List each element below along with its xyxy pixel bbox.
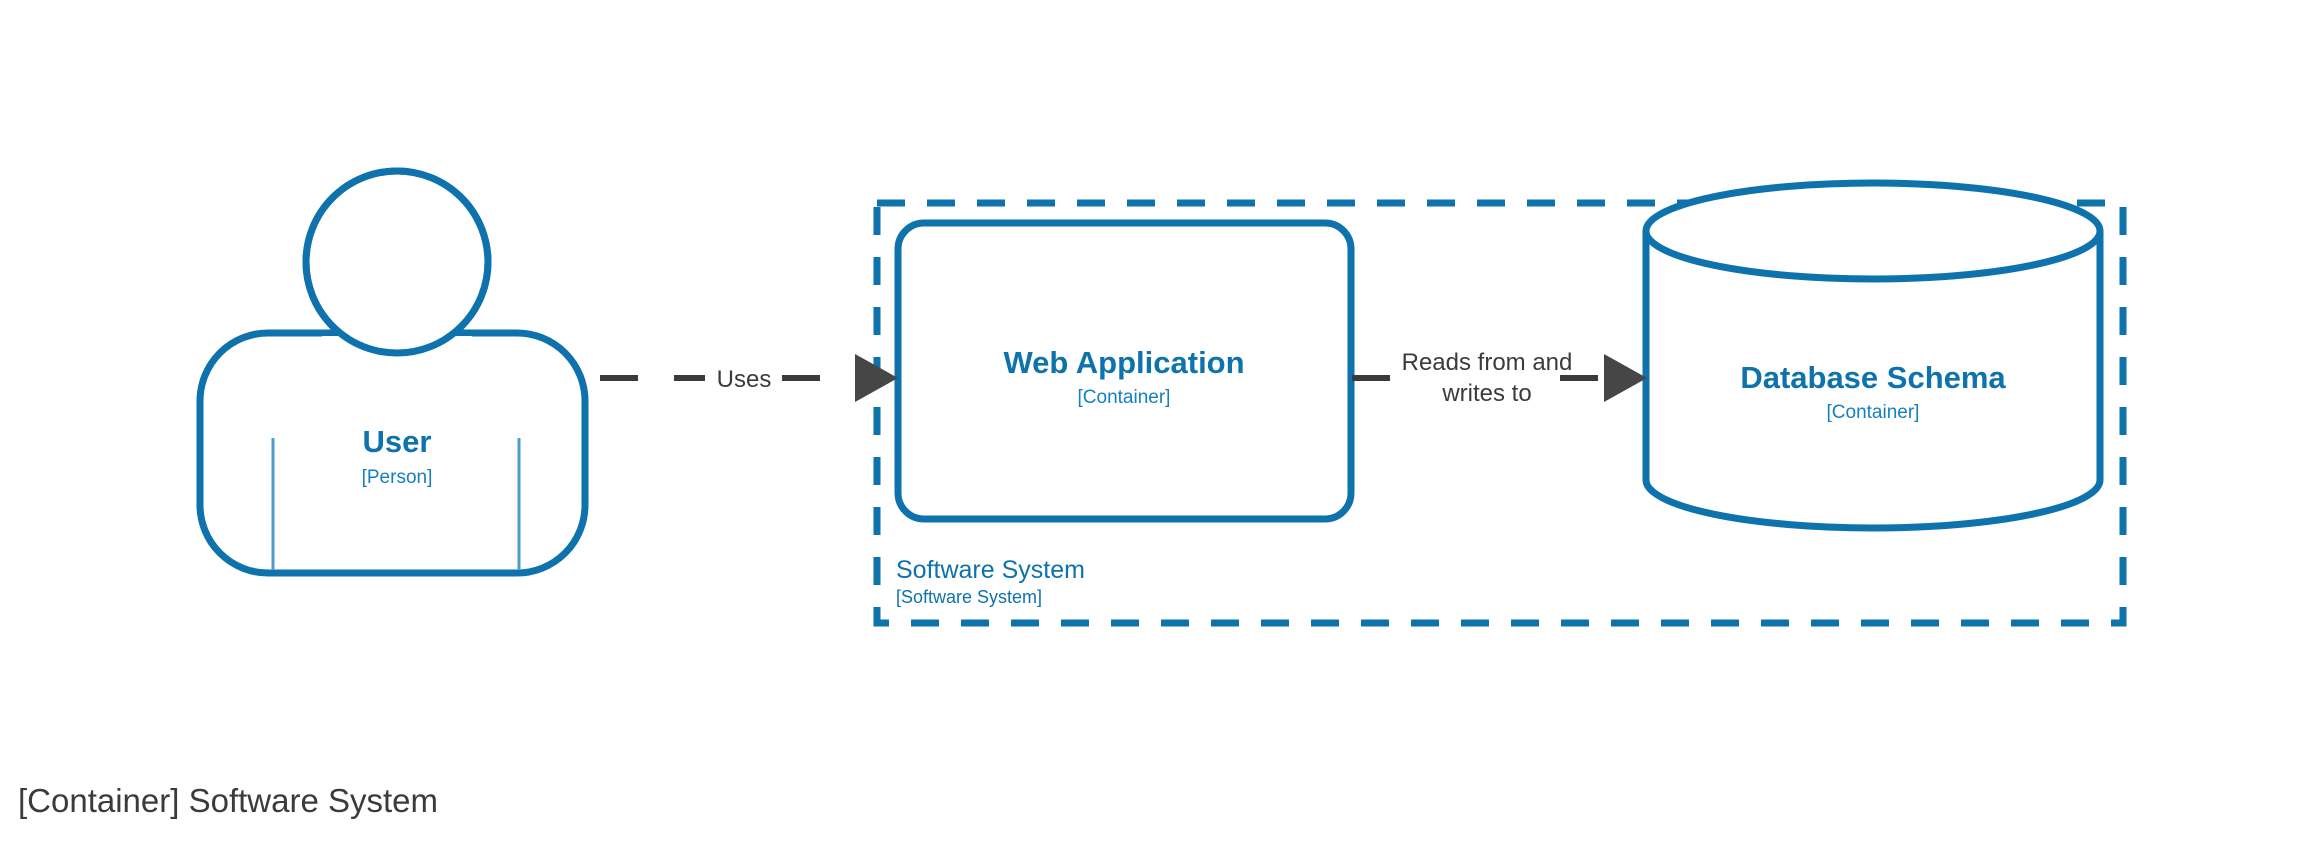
database-schema-subtitle: [Container] [1827,402,1920,423]
edge2-arrowhead-icon [1604,354,1647,402]
user-subtitle: [Person] [362,467,433,488]
boundary-title: Software System [896,556,1085,584]
node-web-application[interactable] [894,219,1355,523]
user-head-outline [302,167,492,357]
cylinder-top-cap [1642,179,2104,283]
diagram-caption: [Container] Software System [18,782,438,819]
edge-web-application-reads-writes-database[interactable] [1352,354,1647,402]
database-schema-title: Database Schema [1740,360,2006,395]
node-database-schema[interactable] [1642,179,2104,532]
boundary-subtitle: [Software System] [896,587,1042,607]
edge1-arrowhead-icon [855,354,898,402]
web-application-subtitle: [Container] [1078,387,1171,408]
user-title: User [363,424,432,459]
software-system-boundary[interactable] [873,199,2127,627]
cylinder-body [1642,227,2104,532]
edge2-label-line1: Reads from and [1402,349,1573,376]
edge1-label: Uses [717,366,772,393]
edge2-label-line2: writes to [1441,380,1531,407]
node-user[interactable] [196,167,589,577]
edge-user-uses-web-application[interactable] [600,354,898,402]
web-application-title: Web Application [1003,345,1244,380]
